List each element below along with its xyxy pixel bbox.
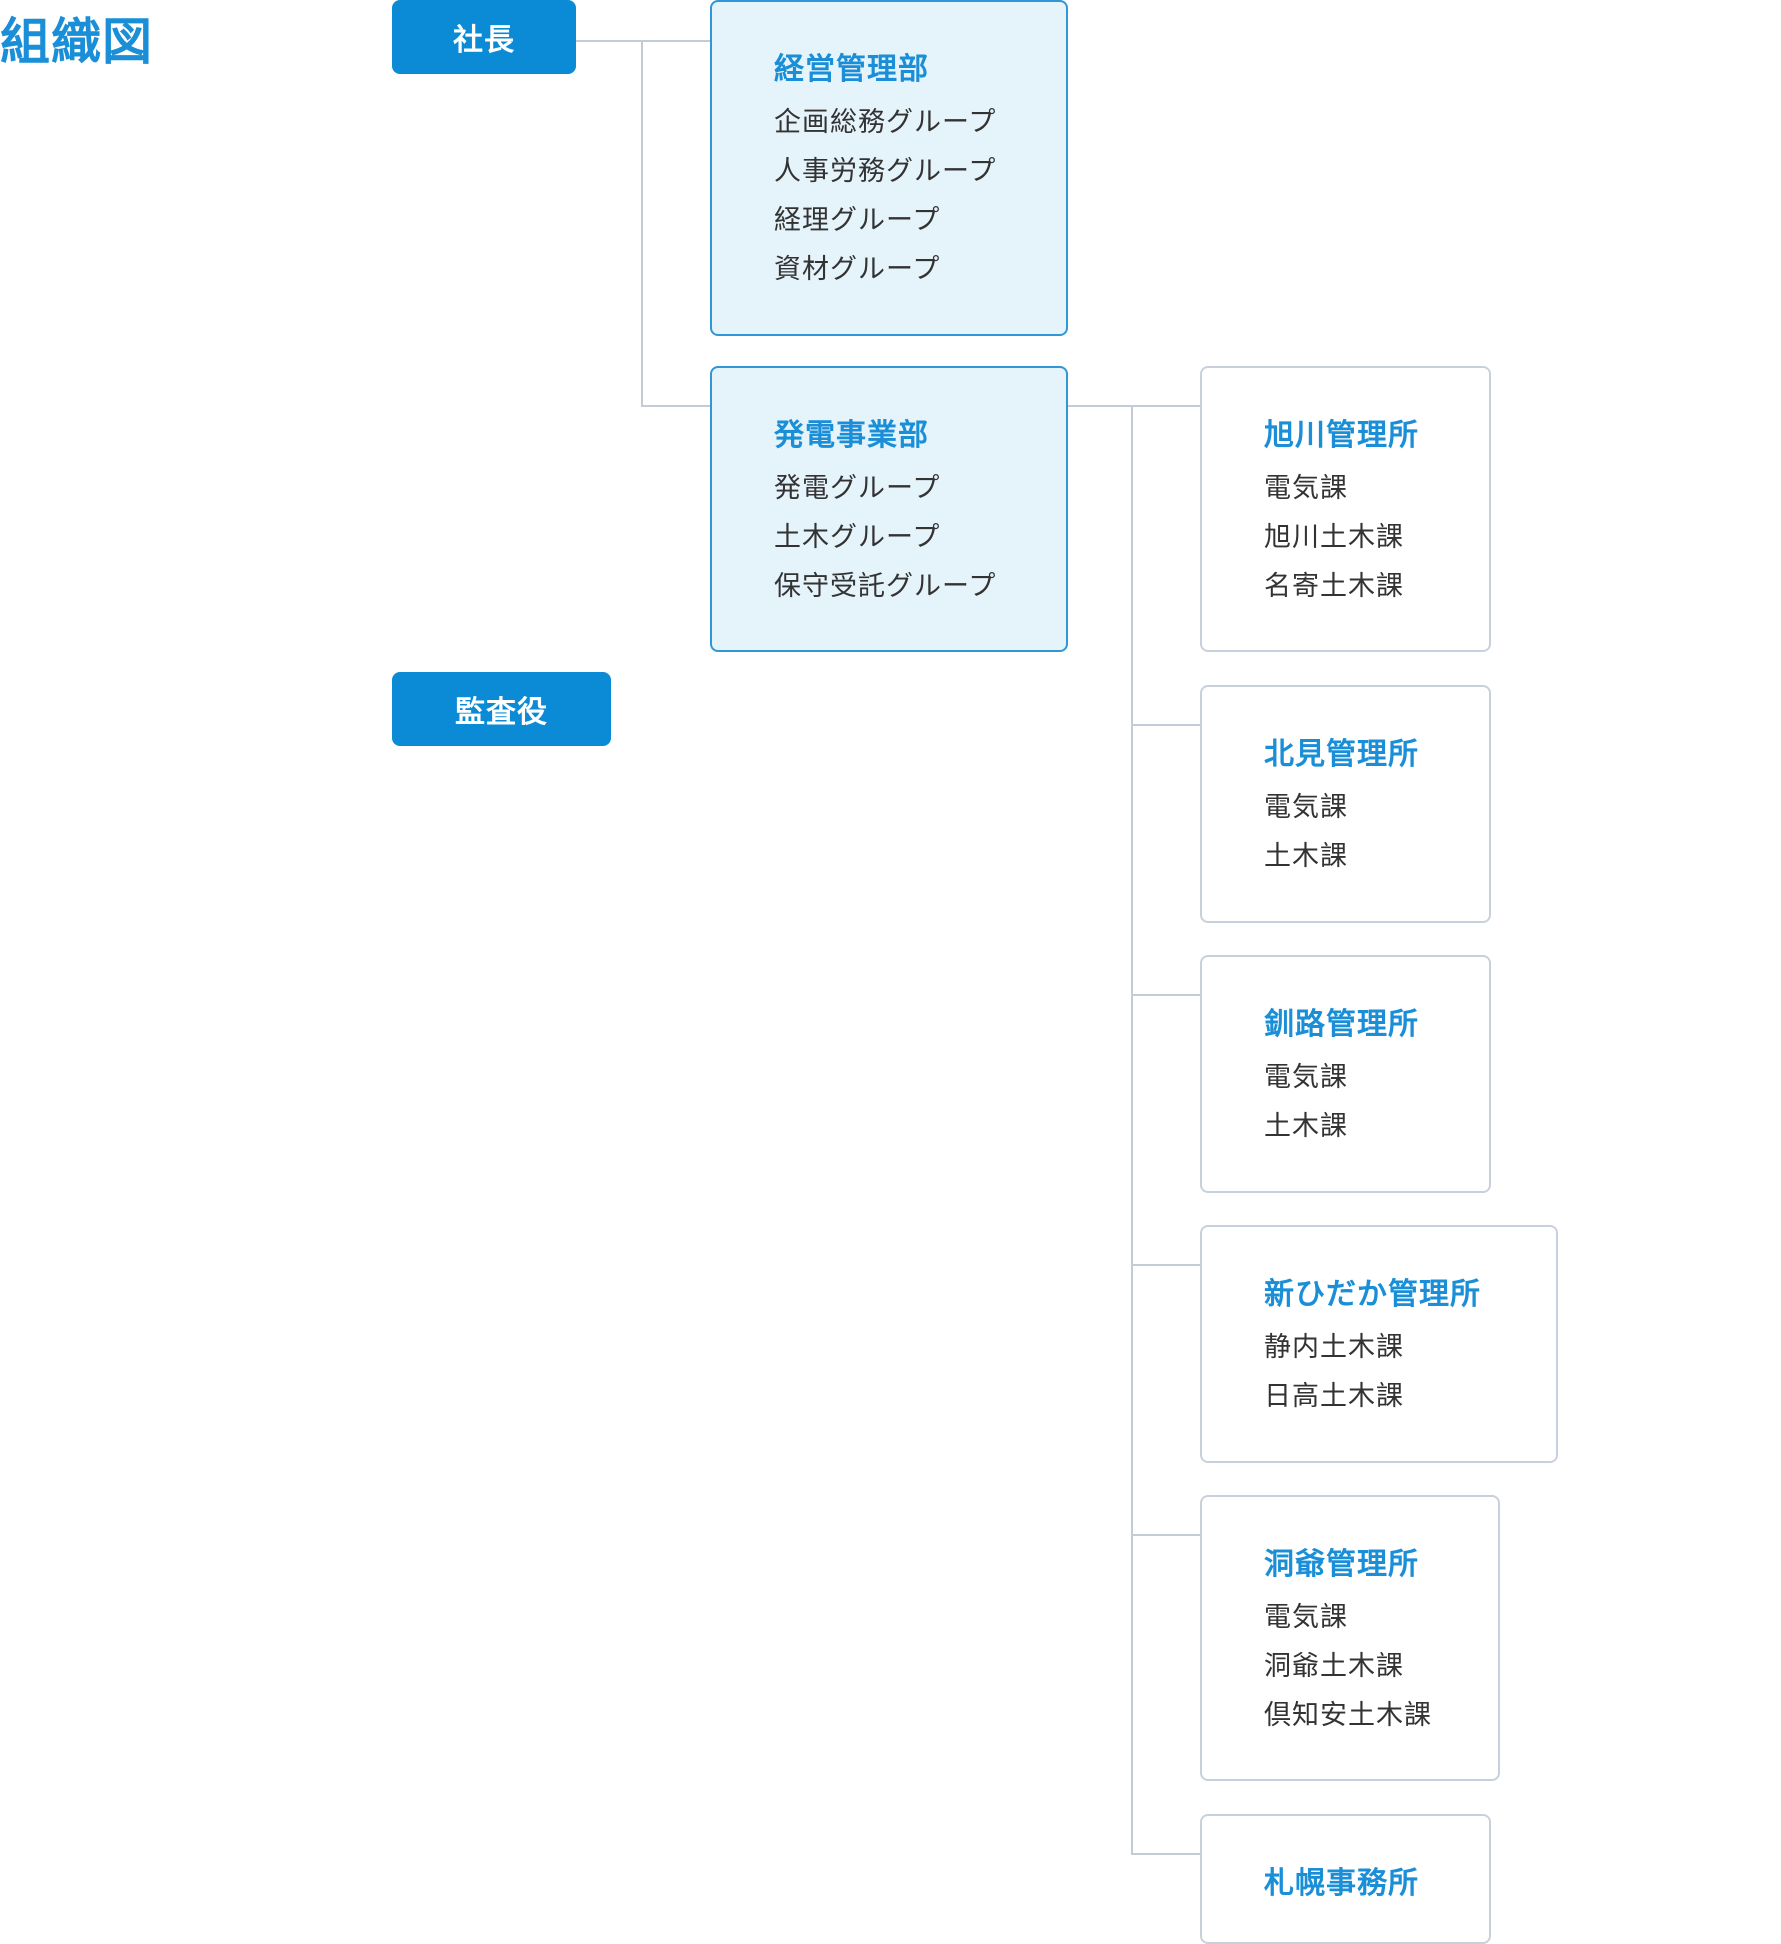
office-section-item: 旭川土木課 (1264, 522, 1404, 553)
dept-group-item: 土木グループ (774, 522, 941, 553)
office-section-item: 名寄土木課 (1264, 571, 1404, 602)
office-sapporo[interactable]: 札幌事務所 (1200, 1814, 1491, 1944)
office-asahikawa[interactable]: 旭川管理所 電気課 旭川土木課 名寄土木課 (1200, 366, 1491, 652)
office-title: 北見管理所 (1264, 737, 1419, 772)
office-section-list: 電気課 洞爺土木課 倶知安土木課 (1264, 1593, 1498, 1740)
office-title: 洞爺管理所 (1264, 1547, 1419, 1582)
dept-group-item: 企画総務グループ (774, 107, 997, 138)
dept-group-item: 資材グループ (774, 254, 941, 285)
dept-group-item: 発電グループ (774, 473, 941, 504)
auditor-button[interactable]: 監査役 (392, 672, 611, 746)
dept-group-item: 経理グループ (774, 205, 941, 236)
office-section-item: 静内土木課 (1264, 1332, 1404, 1363)
connector-president-vertical (641, 40, 643, 407)
office-kitami[interactable]: 北見管理所 電気課 土木課 (1200, 685, 1491, 923)
dept-group-item: 保守受託グループ (774, 571, 997, 602)
dept-group-list: 企画総務グループ 人事労務グループ 経理グループ 資材グループ (774, 98, 1066, 294)
president-button[interactable]: 社長 (392, 0, 576, 74)
office-section-list: 電気課 土木課 (1264, 1053, 1489, 1151)
office-section-item: 電気課 (1264, 473, 1348, 504)
office-section-item: 電気課 (1264, 1062, 1348, 1093)
office-title: 釧路管理所 (1264, 1007, 1419, 1042)
dept-power-generation[interactable]: 発電事業部 発電グループ 土木グループ 保守受託グループ (710, 366, 1068, 652)
connector-office-kitami (1131, 724, 1200, 726)
office-section-item: 洞爺土木課 (1264, 1651, 1404, 1682)
dept-management[interactable]: 経営管理部 企画総務グループ 人事労務グループ 経理グループ 資材グループ (710, 0, 1068, 336)
office-title: 旭川管理所 (1264, 418, 1419, 453)
office-section-item: 日高土木課 (1264, 1381, 1404, 1412)
connector-offices-vertical (1131, 405, 1133, 1855)
office-section-item: 土木課 (1264, 1111, 1348, 1142)
connector-power-dept-horizontal (1066, 405, 1200, 407)
office-kushiro[interactable]: 釧路管理所 電気課 土木課 (1200, 955, 1491, 1193)
office-section-list: 電気課 旭川土木課 名寄土木課 (1264, 464, 1489, 611)
office-section-item: 電気課 (1264, 1602, 1348, 1633)
office-section-item: 土木課 (1264, 841, 1348, 872)
office-title: 新ひだか管理所 (1264, 1277, 1481, 1312)
office-section-list: 電気課 土木課 (1264, 783, 1489, 881)
office-title: 札幌事務所 (1264, 1866, 1419, 1901)
office-section-item: 電気課 (1264, 792, 1348, 823)
connector-office-toya (1131, 1534, 1200, 1536)
dept-title: 経営管理部 (774, 52, 929, 87)
dept-title: 発電事業部 (774, 418, 929, 453)
connector-office-kushiro (1131, 994, 1200, 996)
dept-group-list: 発電グループ 土木グループ 保守受託グループ (774, 464, 1066, 611)
office-shinhidaka[interactable]: 新ひだか管理所 静内土木課 日高土木課 (1200, 1225, 1558, 1463)
connector-office-sapporo (1131, 1853, 1200, 1855)
office-section-item: 倶知安土木課 (1264, 1700, 1432, 1731)
page-title: 組織図 (0, 13, 153, 71)
connector-to-power-dept (641, 405, 710, 407)
office-section-list: 静内土木課 日高土木課 (1264, 1323, 1556, 1421)
connector-president-horizontal (576, 40, 710, 42)
office-toya[interactable]: 洞爺管理所 電気課 洞爺土木課 倶知安土木課 (1200, 1495, 1500, 1781)
dept-group-item: 人事労務グループ (774, 156, 997, 187)
connector-office-shinhidaka (1131, 1264, 1200, 1266)
